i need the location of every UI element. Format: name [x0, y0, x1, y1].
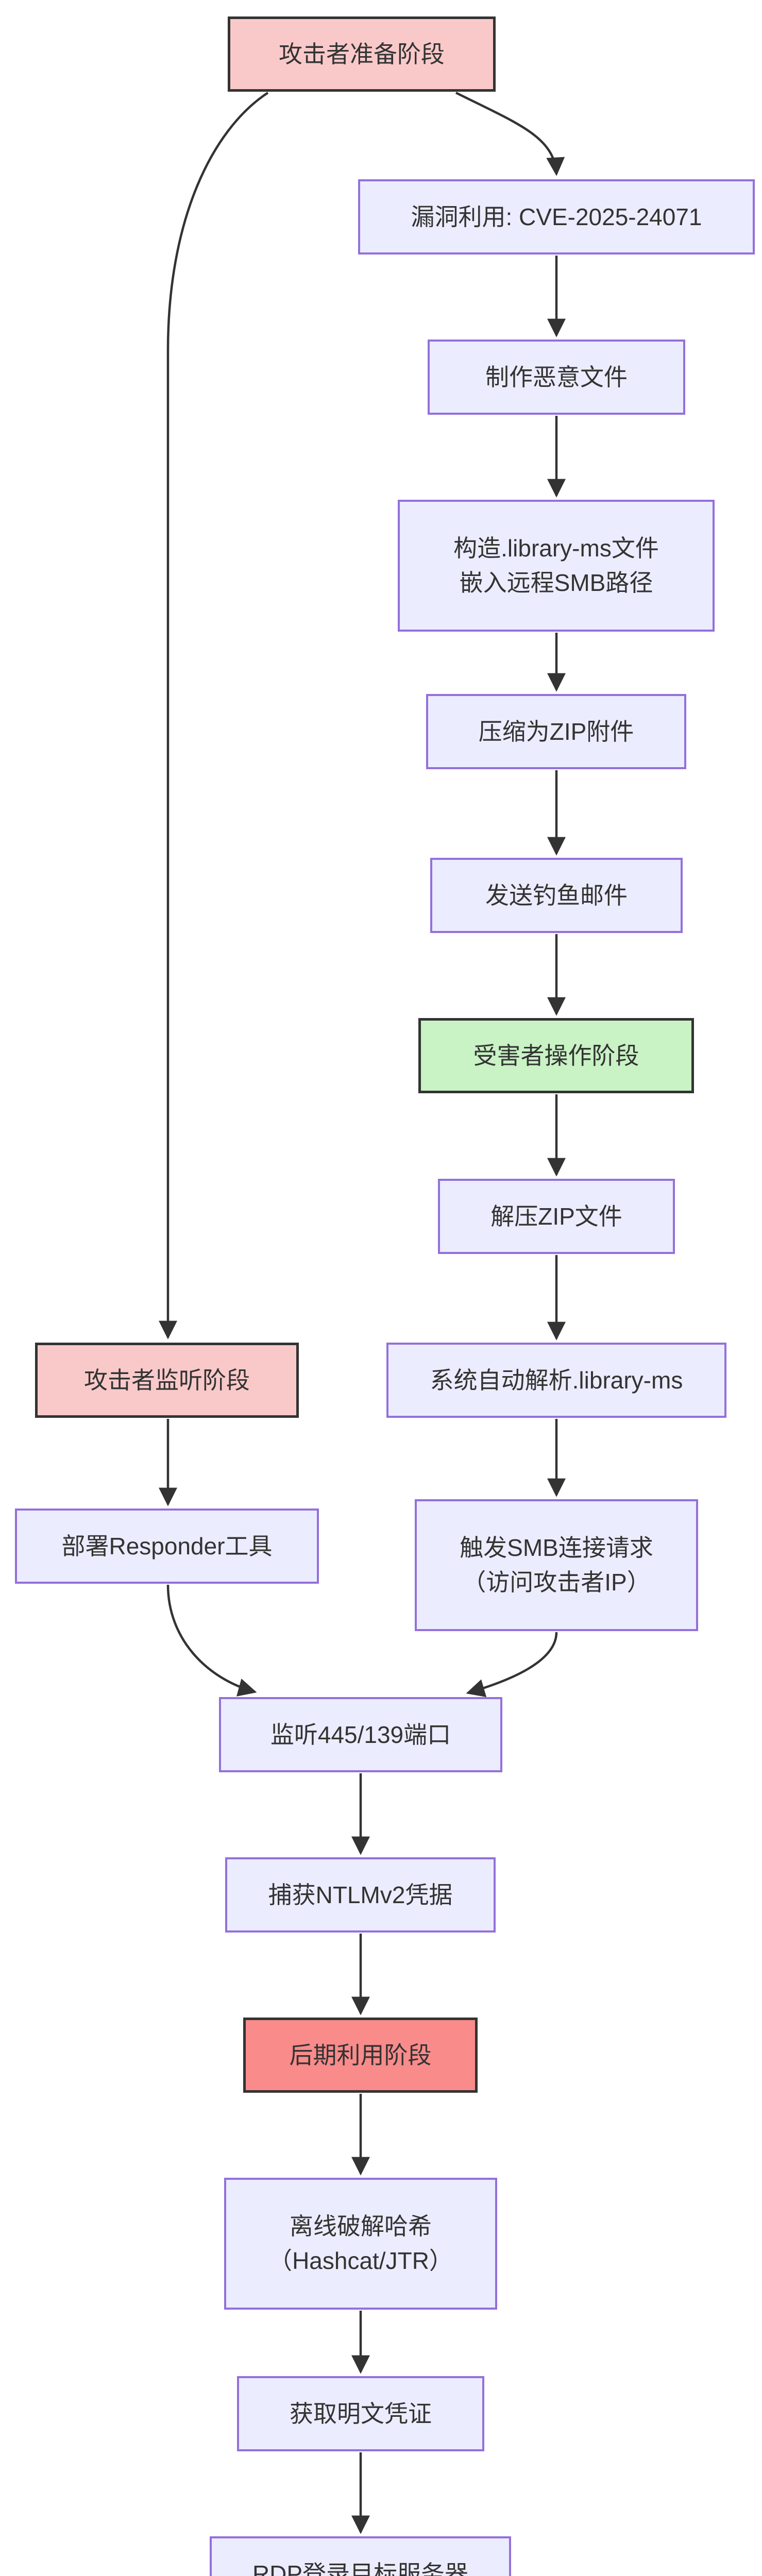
node-rdp-login-target: RDP登录目标服务器 [210, 2536, 511, 2576]
node-listen-ports-445-139: 监听445/139端口 [219, 1697, 502, 1772]
node-label: 漏洞利用: CVE-2025-24071 [411, 203, 702, 230]
node-vuln-exploit-cve: 漏洞利用: CVE-2025-24071 [358, 179, 755, 255]
node-label: 攻击者监听阶段 [84, 1366, 250, 1394]
edge-trigger-to-ports [466, 1632, 558, 1698]
node-label: 攻击者准备阶段 [279, 40, 445, 67]
node-label: 离线破解哈希 [290, 2213, 432, 2240]
node-label: 压缩为ZIP附件 [478, 718, 634, 745]
node-label: 发送钓鱼邮件 [485, 882, 628, 909]
node-label-line2: （访问攻击者IP） [462, 1569, 651, 1596]
node-label: 获取明文凭证 [290, 2400, 432, 2427]
edge-prep-to-listen-phase [159, 92, 269, 1340]
node-attacker-listen-phase: 攻击者监听阶段 [35, 1343, 299, 1418]
node-offline-crack-hash: 离线破解哈希 （Hashcat/JTR） [224, 2178, 497, 2310]
node-label: 受害者操作阶段 [473, 1042, 639, 1069]
node-label-line2: 嵌入远程SMB路径 [459, 569, 653, 596]
node-system-parses-library-ms: 系统自动解析.library-ms [386, 1343, 726, 1418]
node-craft-malicious-file: 制作恶意文件 [428, 340, 685, 415]
edge-prep-to-vuln [455, 91, 565, 176]
node-label: 系统自动解析.library-ms [430, 1366, 683, 1394]
node-victim-action-phase: 受害者操作阶段 [418, 1018, 694, 1093]
node-construct-library-ms: 构造.library-ms文件嵌入远程SMB路径 [398, 500, 715, 632]
node-label: 触发SMB连接请求 [460, 1534, 653, 1562]
node-label: RDP登录目标服务器 [252, 2560, 469, 2576]
node-trigger-smb-connection: 触发SMB连接请求 （访问攻击者IP） [415, 1499, 698, 1631]
node-label: 制作恶意文件 [485, 363, 628, 391]
node-label: 捕获NTLMv2凭据 [268, 1881, 453, 1908]
node-label: 构造.library-ms文件 [453, 535, 659, 562]
node-capture-ntlmv2: 捕获NTLMv2凭据 [225, 1857, 496, 1933]
node-label: 部署Responder工具 [61, 1532, 273, 1560]
node-attacker-prep-phase: 攻击者准备阶段 [228, 16, 496, 92]
edge-responder-to-ports [166, 1584, 257, 1697]
node-unzip-file: 解压ZIP文件 [438, 1179, 675, 1254]
node-label: 解压ZIP文件 [490, 1202, 622, 1230]
node-post-exploit-phase: 后期利用阶段 [243, 2018, 478, 2093]
node-label: 监听445/139端口 [270, 1721, 451, 1748]
node-label-line2: （Hashcat/JTR） [268, 2247, 453, 2274]
node-send-phishing-mail: 发送钓鱼邮件 [430, 858, 683, 933]
node-deploy-responder: 部署Responder工具 [15, 1509, 319, 1584]
node-get-plaintext-creds: 获取明文凭证 [237, 2376, 484, 2451]
node-zip-attachment: 压缩为ZIP附件 [426, 694, 686, 769]
node-label: 后期利用阶段 [289, 2041, 432, 2069]
